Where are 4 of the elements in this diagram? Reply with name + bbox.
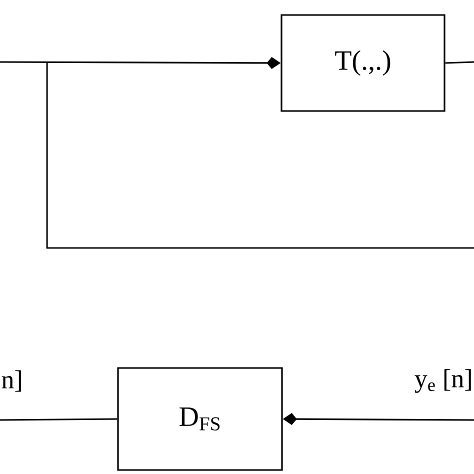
block-box: D$_{FS}$: [117, 367, 283, 471]
block-box: T(.,.): [280, 14, 446, 112]
signal-label: n]: [2, 370, 21, 392]
signal-label: y$_{e}$ [n]: [414, 369, 471, 393]
